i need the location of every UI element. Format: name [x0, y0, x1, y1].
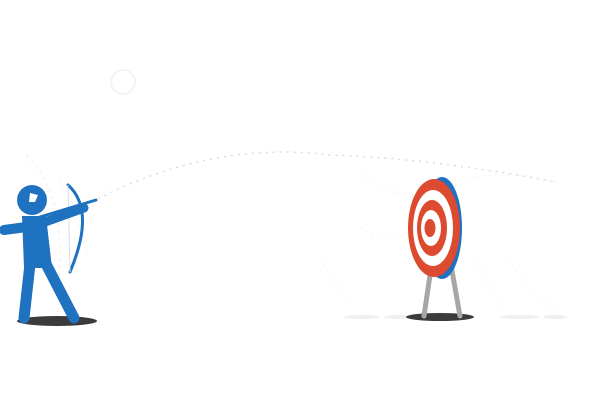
- bow-icon: [66, 183, 84, 274]
- archer-left-leg: [18, 258, 36, 324]
- archer-face-detail: [29, 193, 38, 202]
- bowstring: [67, 184, 71, 273]
- faint-sketch-line: [504, 254, 556, 311]
- target-icon: [408, 177, 462, 279]
- faint-sketch-line: [319, 259, 351, 306]
- faint-sketch-line: [59, 179, 89, 261]
- faint-sketch-line: [469, 254, 506, 311]
- archer-torso: [22, 216, 52, 268]
- archer-icon: [0, 183, 98, 324]
- faint-sketch-line: [464, 174, 561, 184]
- faint-sketch-line: [25, 154, 61, 291]
- faint-shadow: [344, 315, 380, 319]
- faint-circle-icon: [110, 69, 136, 95]
- target-bullseye: [424, 219, 436, 237]
- archer-right-leg: [40, 258, 80, 324]
- faint-sketch-line: [359, 227, 411, 237]
- faint-shadow: [543, 315, 567, 319]
- arrow-trail-icon: [91, 151, 556, 203]
- target-shadow: [406, 313, 474, 321]
- faint-shadow: [500, 315, 540, 319]
- faint-shadow: [384, 315, 412, 319]
- faint-background-sketch: [25, 69, 567, 319]
